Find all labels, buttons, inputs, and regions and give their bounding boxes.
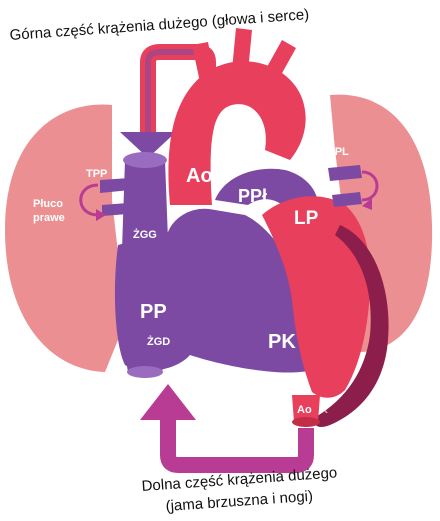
aorta-branch-3 <box>262 40 296 84</box>
label-lp: LP <box>294 208 319 229</box>
label-tpp: TPP <box>86 168 107 180</box>
lower-circulation-loop <box>168 420 306 465</box>
label-pluco: Płuco <box>33 198 63 210</box>
svc-top <box>123 152 167 168</box>
label-prawe: prawe <box>33 212 65 224</box>
label-tpl: TPL <box>328 146 349 158</box>
label-pk: PK <box>268 331 296 353</box>
label-ppl: PPł <box>238 186 267 206</box>
label-k-fragment: K <box>320 404 328 416</box>
ivc-bottom <box>127 366 163 378</box>
right-lung <box>5 105 122 372</box>
label-pp: PP <box>140 301 167 323</box>
descending-aorta-end <box>292 417 320 427</box>
label-zgg: ŻGG <box>133 228 157 241</box>
up-arrow-head <box>140 384 196 420</box>
label-ao: Ao <box>186 165 213 187</box>
caption-top: Górna część krążenia dużego (głowa i ser… <box>9 6 310 44</box>
label-zgd: ŻGD <box>147 335 170 348</box>
label-ao-bottom: Ao <box>297 404 312 416</box>
aorta-branch-1 <box>192 42 215 82</box>
